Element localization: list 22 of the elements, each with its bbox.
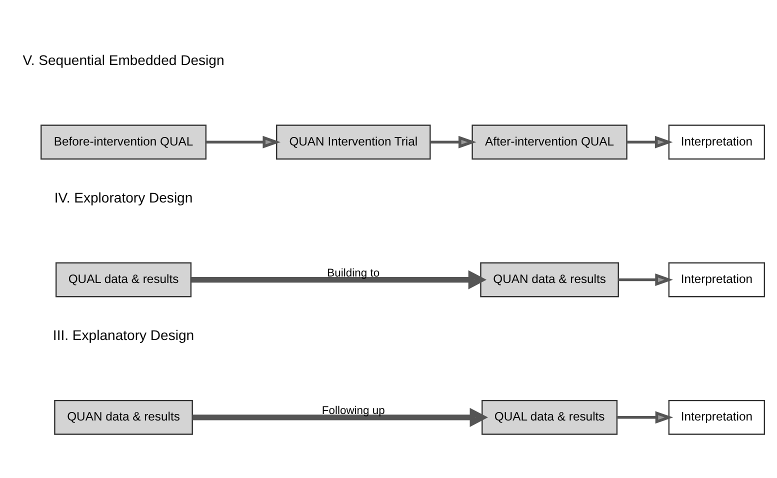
arrow bbox=[430, 135, 476, 148]
node-box: Interpretation bbox=[668, 262, 766, 297]
arrow bbox=[191, 270, 487, 289]
node-box: Interpretation bbox=[668, 399, 766, 434]
node-box: Before-intervention QUAL bbox=[40, 124, 207, 160]
label: V. Sequential Embedded Design bbox=[22, 51, 224, 68]
label: IV. Exploratory Design bbox=[54, 189, 193, 206]
node-box: After-intervention QUAL bbox=[472, 124, 628, 160]
node-box: QUAN Intervention Trial bbox=[276, 124, 431, 160]
node-box: QUAN data & results bbox=[480, 262, 619, 297]
label: III. Explanatory Design bbox=[52, 326, 194, 343]
node-box: QUAL data & results bbox=[56, 262, 192, 297]
edge-label: Following up bbox=[322, 404, 385, 417]
arrow bbox=[192, 407, 488, 426]
node-box: QUAL data & results bbox=[482, 399, 618, 434]
edge-label: Building to bbox=[327, 267, 380, 280]
arrow bbox=[617, 410, 674, 424]
node-box: QUAN data & results bbox=[54, 399, 193, 434]
arrow bbox=[206, 135, 281, 148]
node-box: Interpretation bbox=[668, 124, 766, 160]
arrow bbox=[626, 135, 673, 148]
arrow bbox=[618, 273, 673, 286]
